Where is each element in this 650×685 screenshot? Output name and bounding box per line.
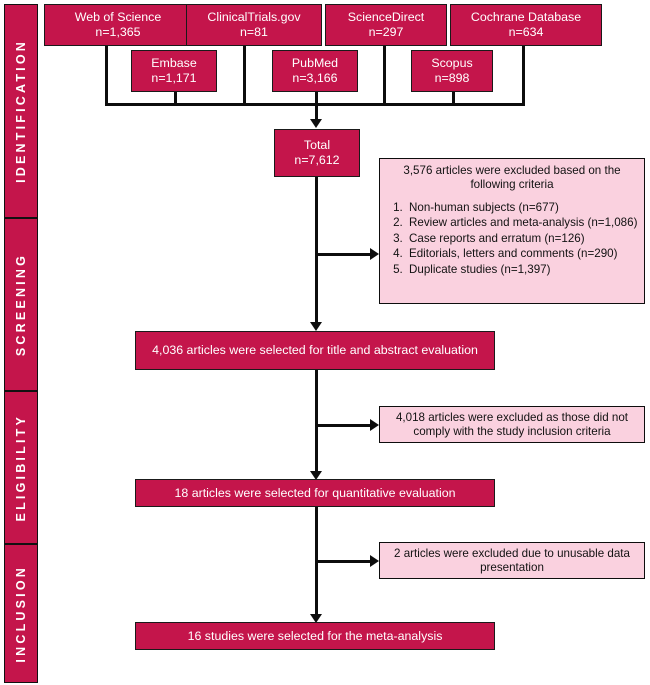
connector-branch-to-exclusion-eligibility (315, 560, 373, 563)
arrow-into-total (310, 119, 322, 128)
exclusion-criteria-list: Non-human subjects (n=677) Review articl… (380, 200, 644, 278)
phase-inclusion: INCLUSION (4, 544, 38, 683)
source-box-web-of-science[interactable]: Web of Science n=1,365 (44, 4, 192, 46)
source-name: Embase (151, 56, 197, 71)
source-count: n=1,365 (95, 25, 141, 39)
arrow-into-inclusion-result (310, 614, 322, 623)
inclusion-result-box[interactable]: 16 studies were selected for the meta-an… (135, 622, 495, 650)
source-count: n=634 (508, 25, 544, 39)
source-name: ScienceDirect (347, 10, 425, 25)
exclusion-criteria-item: Case reports and erratum (n=126) (406, 231, 640, 247)
eligibility-result-box[interactable]: 18 articles were selected for quantitati… (135, 479, 495, 507)
screening-result-box[interactable]: 4,036 articles were selected for title a… (135, 331, 495, 370)
phase-screening-label: SCREENING (13, 252, 28, 357)
source-name: PubMed (291, 56, 339, 71)
exclusion-criteria-item: Non-human subjects (n=677) (406, 200, 640, 216)
connector-pubmed-down (315, 92, 318, 105)
phase-eligibility-label: ELIGIBILITY (13, 413, 28, 522)
source-count: n=1,171 (151, 71, 197, 85)
connector-scopus-down (452, 92, 455, 105)
source-name: ClinicalTrials.gov (207, 10, 301, 25)
total-label: Total (303, 138, 331, 153)
exclusion-eligibility-text: 2 articles were excluded due to unusable… (394, 546, 630, 574)
arrow-into-exclusion-criteria (370, 248, 379, 260)
phase-inclusion-label: INCLUSION (13, 564, 28, 663)
exclusion-criteria-item: Review articles and meta-analysis (n=1,0… (406, 215, 640, 231)
exclusion-screening-box[interactable]: 4,018 articles were excluded as those di… (379, 406, 645, 443)
source-box-embase[interactable]: Embase n=1,171 (131, 50, 217, 92)
source-box-scopus[interactable]: Scopus n=898 (411, 50, 493, 92)
exclusion-criteria-item: Editorials, letters and comments (n=290) (406, 246, 640, 262)
exclusion-criteria-item: Duplicate studies (n=1,397) (406, 262, 640, 278)
source-count: n=297 (368, 25, 404, 39)
connector-clinicaltrials-down (243, 45, 246, 105)
connector-screening-to-eligibility (315, 370, 318, 475)
connector-websci-down (105, 45, 108, 105)
connector-branch-to-exclusion-screening (315, 424, 373, 427)
connector-branch-to-exclusion-criteria (315, 253, 373, 256)
arrow-into-exclusion-screening (370, 419, 379, 431)
exclusion-screening-text: 4,018 articles were excluded as those di… (395, 410, 629, 438)
exclusion-eligibility-box[interactable]: 2 articles were excluded due to unusable… (379, 542, 645, 579)
arrow-into-eligibility-result (310, 471, 322, 480)
total-count: n=7,612 (294, 153, 340, 167)
source-box-pubmed[interactable]: PubMed n=3,166 (272, 50, 358, 92)
source-box-sciencedirect[interactable]: ScienceDirect n=297 (325, 4, 447, 46)
connector-cochrane-down (522, 45, 525, 105)
arrow-into-exclusion-eligibility (370, 555, 379, 567)
source-box-clinicaltrials-gov[interactable]: ClinicalTrials.gov n=81 (186, 4, 322, 46)
source-count: n=81 (240, 25, 268, 39)
source-name: Scopus (431, 56, 473, 71)
arrow-into-screening-result (310, 322, 322, 331)
connector-total-to-screening (315, 177, 318, 325)
eligibility-result-text: 18 articles were selected for quantitati… (174, 485, 456, 500)
phase-identification-label: IDENTIFICATION (13, 39, 28, 183)
inclusion-result-text: 16 studies were selected for the meta-an… (187, 628, 443, 643)
source-name: Web of Science (74, 10, 162, 25)
exclusion-criteria-box[interactable]: 3,576 articles were excluded based on th… (379, 158, 645, 304)
connector-sciencedirect-down (383, 45, 386, 105)
phase-screening: SCREENING (4, 218, 38, 391)
source-count: n=3,166 (292, 71, 338, 85)
phase-identification: IDENTIFICATION (4, 4, 38, 218)
source-count: n=898 (434, 71, 470, 85)
source-box-cochrane-database[interactable]: Cochrane Database n=634 (450, 4, 602, 46)
connector-manifold-to-total (315, 103, 318, 122)
connector-embase-down (174, 92, 177, 105)
exclusion-criteria-heading: 3,576 articles were excluded based on th… (403, 164, 621, 191)
screening-result-text: 4,036 articles were selected for title a… (152, 343, 478, 358)
source-name: Cochrane Database (470, 10, 582, 25)
phase-eligibility: ELIGIBILITY (4, 391, 38, 544)
total-records-box[interactable]: Total n=7,612 (274, 129, 360, 177)
